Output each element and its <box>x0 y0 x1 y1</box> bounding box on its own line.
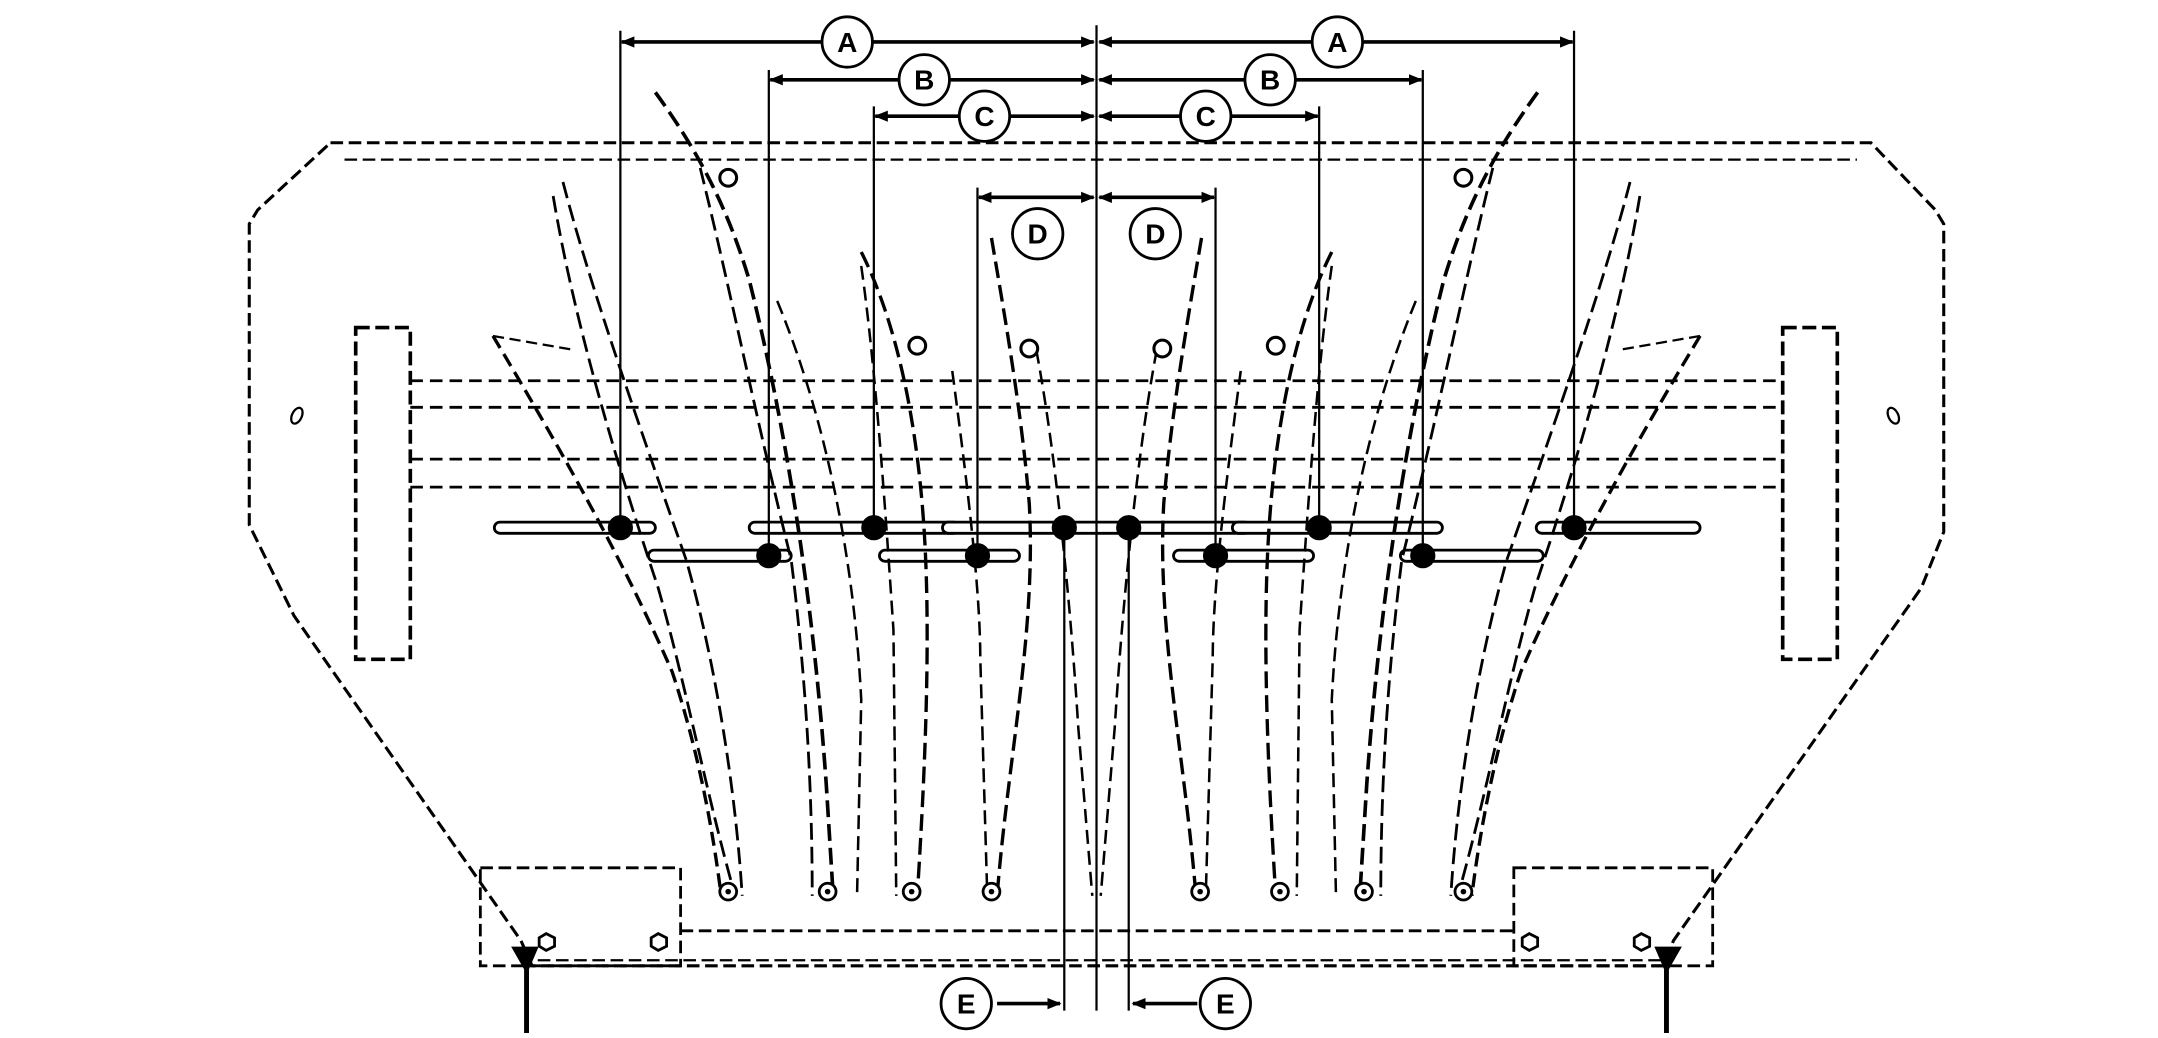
support-legs <box>511 946 1682 1038</box>
mounting-slot-left <box>290 406 304 425</box>
bottom-plates <box>478 866 1715 968</box>
mounting-slot-right <box>1886 406 1901 425</box>
callout-label-a-left: A <box>837 27 857 58</box>
callout-c-left: C <box>957 89 1012 143</box>
callout-label-b-right: B <box>1260 65 1280 96</box>
callout-c-right: C <box>1179 89 1233 143</box>
callout-label-c-right: C <box>1196 101 1216 132</box>
callout-b-left: B <box>897 53 951 107</box>
bottom-bolts <box>537 932 1652 953</box>
callout-a-left: A <box>820 15 874 69</box>
callout-b-right: B <box>1243 53 1297 107</box>
extension-lines <box>619 25 1576 1011</box>
left-side-frame <box>353 325 413 662</box>
callout-a-right: A <box>1310 15 1364 69</box>
callout-d-left: D <box>1011 207 1065 261</box>
callout-label-d-right: D <box>1145 219 1165 250</box>
callout-label-c-left: C <box>974 101 994 132</box>
callout-label-d-left: D <box>1028 219 1048 250</box>
callout-label-b-left: B <box>914 65 934 96</box>
deflector-fins-right <box>1099 91 1702 897</box>
callout-label-e-left: E <box>957 988 976 1019</box>
right-side-frame <box>1780 325 1840 662</box>
callout-label-a-right: A <box>1327 27 1347 58</box>
callout-e-right: E <box>1198 977 1252 1031</box>
callout-label-e-right: E <box>1216 988 1235 1019</box>
fin-top-bolts <box>718 167 1474 359</box>
adjustment-pivots <box>607 515 1587 569</box>
deflector-fins-left <box>491 91 1094 897</box>
fin-bottom-bolt-centers <box>725 888 1467 895</box>
callout-e-left: E <box>939 977 993 1031</box>
callout-d-right: D <box>1128 207 1182 261</box>
